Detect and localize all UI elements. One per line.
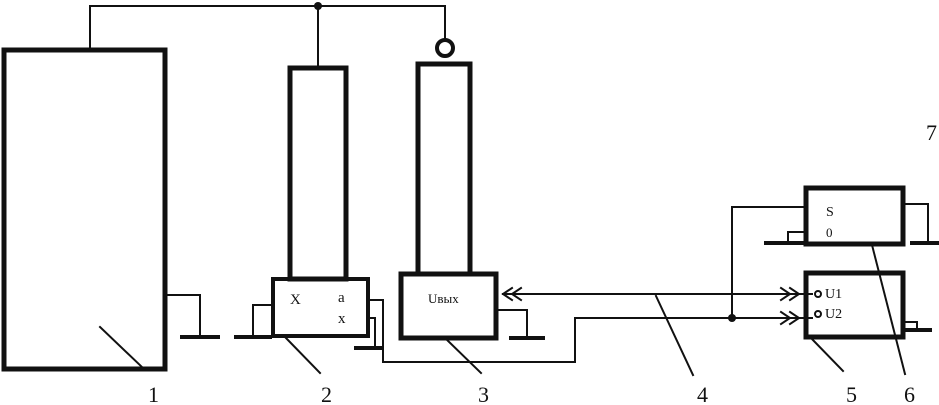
component-1-cabinet xyxy=(1,47,220,372)
top-bus-wire xyxy=(89,2,446,69)
callout-3: 3 xyxy=(478,382,489,405)
input-terminal-u1 xyxy=(814,290,822,298)
component-2-x-label: X xyxy=(290,292,301,308)
component-2-column xyxy=(287,65,349,282)
callout-2: 2 xyxy=(321,382,332,405)
signal-cable-4 xyxy=(501,286,813,326)
junction-dot xyxy=(728,314,736,322)
callout-7: 7 xyxy=(926,120,937,145)
component-5-meter xyxy=(803,270,932,340)
input-terminal-u2 xyxy=(814,310,822,318)
component-3-column xyxy=(415,61,473,277)
component-2-transformer xyxy=(234,65,786,363)
component-2-a-label: a xyxy=(338,290,345,306)
component-6-s-label: S xyxy=(826,205,834,220)
component-2-box xyxy=(271,277,370,338)
component-6-device xyxy=(764,185,939,247)
component-3-uout-label: Uвых xyxy=(428,291,459,306)
callout-4: 4 xyxy=(697,382,708,405)
component-3-box xyxy=(398,271,499,341)
component-3-divider xyxy=(398,38,545,341)
component-2-x-terminal-label: x xyxy=(338,311,346,327)
branch-wire xyxy=(728,206,807,322)
component-3-terminal xyxy=(435,38,455,58)
component-6-zero-label: 0 xyxy=(826,225,833,240)
component-5-u1-label: U1 xyxy=(825,287,842,302)
callout-6: 6 xyxy=(904,382,915,405)
junction-dot xyxy=(314,2,322,10)
callout-1: 1 xyxy=(148,382,159,405)
leader-lines xyxy=(98,243,907,377)
component-5-u2-label: U2 xyxy=(825,307,842,322)
callout-5: 5 xyxy=(846,382,857,405)
